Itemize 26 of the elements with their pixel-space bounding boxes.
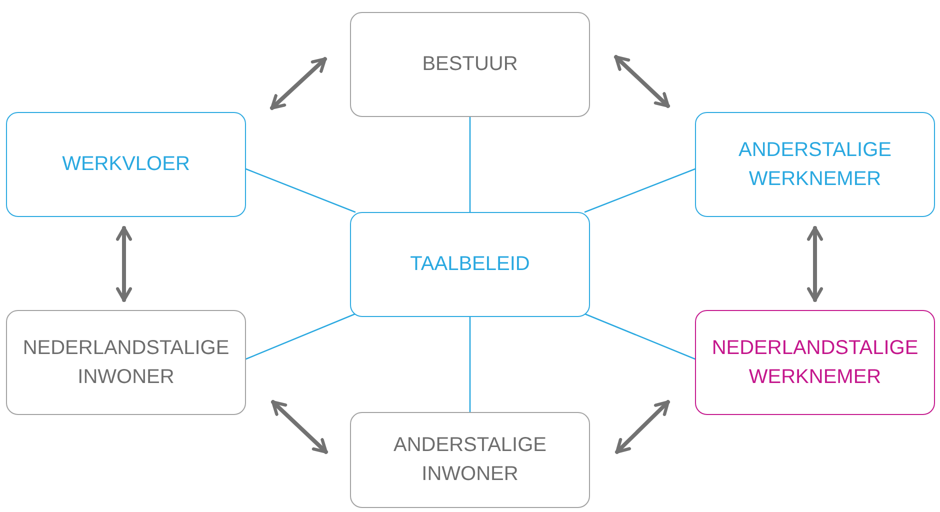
box-label: ANDERSTALIGE WERKNEMER	[738, 138, 892, 192]
box-label: WERKVLOER	[62, 152, 190, 177]
connector-line	[469, 116, 471, 213]
rounded-box	[350, 412, 590, 508]
box-label: TAALBELEID	[410, 252, 530, 277]
double-arrow	[807, 226, 823, 302]
connector-line	[245, 313, 356, 360]
double-arrow	[614, 55, 670, 108]
double-arrow	[615, 400, 670, 454]
box-label: NEDERLANDSTALIGE INWONER	[22, 336, 230, 390]
rounded-box	[695, 310, 935, 415]
double-arrow	[270, 57, 327, 110]
double-arrow	[271, 400, 328, 454]
rounded-box	[350, 212, 590, 317]
connector-line	[584, 168, 696, 213]
box-label: NEDERLANDSTALIGE WERKNEMER	[710, 336, 920, 390]
rounded-box	[695, 112, 935, 217]
connector-line	[584, 313, 696, 360]
connector-line	[245, 168, 356, 213]
rounded-box	[6, 310, 246, 415]
connector-line	[469, 316, 471, 413]
box-label: BESTUUR	[422, 52, 518, 77]
box-label: ANDERSTALIGE INWONER	[392, 433, 548, 487]
rounded-box	[6, 112, 246, 217]
double-arrow	[116, 226, 132, 302]
rounded-box	[350, 12, 590, 117]
